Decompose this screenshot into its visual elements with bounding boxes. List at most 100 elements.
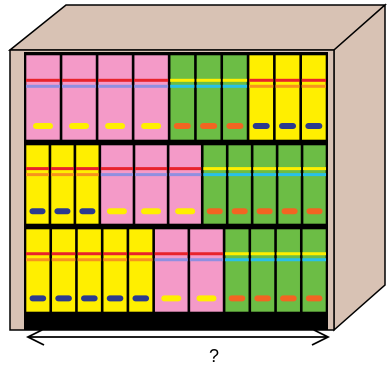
book-stripe bbox=[26, 78, 61, 82]
book-stripe bbox=[100, 167, 133, 171]
book-label bbox=[228, 295, 246, 302]
book-yellow bbox=[25, 144, 50, 225]
book-label bbox=[206, 208, 223, 215]
book-stripe bbox=[169, 173, 202, 177]
book-yellow bbox=[51, 228, 76, 313]
question-mark-label: ? bbox=[209, 346, 219, 366]
book-stripe bbox=[301, 84, 326, 88]
book-label bbox=[200, 123, 218, 129]
book-stripe bbox=[249, 84, 274, 88]
book-label bbox=[29, 295, 47, 302]
book-stripe bbox=[26, 173, 49, 177]
book-green bbox=[224, 228, 250, 313]
book-label bbox=[106, 208, 127, 215]
book-label bbox=[141, 123, 162, 129]
book-yellow bbox=[50, 144, 75, 225]
book-stripe bbox=[228, 173, 252, 177]
book-stripe bbox=[189, 252, 224, 256]
book-stripe bbox=[301, 78, 326, 82]
book-label bbox=[132, 295, 150, 302]
book-stripe bbox=[134, 167, 168, 171]
book-label bbox=[252, 123, 270, 129]
book-stripe bbox=[302, 258, 326, 262]
book-label bbox=[54, 208, 71, 215]
book-stripe bbox=[134, 84, 169, 88]
book-stripe bbox=[203, 173, 227, 177]
book-stripe bbox=[128, 258, 153, 262]
book-green bbox=[302, 144, 327, 225]
book-stripe bbox=[303, 167, 326, 171]
book-label bbox=[105, 123, 126, 129]
book-stripe bbox=[250, 252, 275, 256]
book-label bbox=[173, 123, 191, 129]
book-label bbox=[81, 295, 98, 302]
book-label bbox=[106, 295, 124, 302]
book-label bbox=[29, 208, 46, 215]
book-label bbox=[141, 208, 162, 215]
book-stripe bbox=[26, 258, 50, 262]
book-stripe bbox=[276, 252, 301, 256]
book-stripe bbox=[302, 252, 326, 256]
book-stripe bbox=[249, 78, 274, 82]
book-stripe bbox=[26, 252, 50, 256]
book-stripe bbox=[225, 258, 249, 262]
book-label bbox=[69, 123, 90, 129]
book-label bbox=[161, 295, 182, 302]
book-yellow bbox=[75, 144, 100, 225]
book-stripe bbox=[222, 84, 248, 88]
book-stripe bbox=[228, 167, 252, 171]
books-group bbox=[25, 54, 327, 313]
book-green bbox=[227, 144, 252, 225]
book-stripe bbox=[51, 258, 76, 262]
book-stripe bbox=[170, 84, 195, 88]
book-yellow bbox=[102, 228, 128, 313]
book-stripe bbox=[154, 258, 188, 262]
book-stripe bbox=[77, 252, 102, 256]
book-label bbox=[231, 208, 248, 215]
book-stripe bbox=[75, 173, 99, 177]
book-stripe bbox=[98, 78, 133, 82]
book-stripe bbox=[253, 173, 277, 177]
book-green bbox=[250, 228, 275, 313]
book-stripe bbox=[134, 173, 168, 177]
book-green bbox=[252, 144, 277, 225]
book-green bbox=[202, 144, 227, 225]
book-label bbox=[175, 208, 196, 215]
book-stripe bbox=[100, 173, 133, 177]
cabinet-top bbox=[7, 4, 387, 51]
book-label bbox=[279, 123, 297, 129]
book-yellow bbox=[25, 228, 51, 313]
book-stripe bbox=[276, 258, 301, 262]
book-yellow bbox=[128, 228, 153, 313]
book-stripe bbox=[278, 167, 302, 171]
book-label bbox=[254, 295, 271, 302]
book-stripe bbox=[26, 167, 49, 171]
book-stripe bbox=[50, 173, 74, 177]
cabinet-right-side bbox=[333, 3, 386, 332]
book-stripe bbox=[62, 78, 97, 82]
book-label bbox=[196, 295, 217, 302]
book-label bbox=[280, 295, 297, 302]
book-label bbox=[306, 208, 323, 215]
book-label bbox=[256, 208, 273, 215]
book-stripe bbox=[26, 84, 61, 88]
book-label bbox=[305, 295, 323, 302]
book-stripe bbox=[225, 252, 249, 256]
book-green bbox=[301, 228, 327, 313]
book-label bbox=[305, 123, 323, 129]
book-stripe bbox=[62, 84, 97, 88]
book-stripe bbox=[134, 78, 169, 82]
book-stripe bbox=[103, 258, 127, 262]
book-pink bbox=[133, 54, 169, 141]
book-stripe bbox=[275, 78, 300, 82]
book-stripe bbox=[169, 167, 202, 171]
book-stripe bbox=[203, 167, 227, 171]
book-stripe bbox=[75, 167, 99, 171]
book-pink bbox=[134, 144, 168, 225]
book-stripe bbox=[222, 78, 248, 82]
book-stripe bbox=[77, 258, 102, 262]
book-stripe bbox=[250, 258, 275, 262]
book-label bbox=[226, 123, 244, 129]
book-label bbox=[55, 295, 72, 302]
